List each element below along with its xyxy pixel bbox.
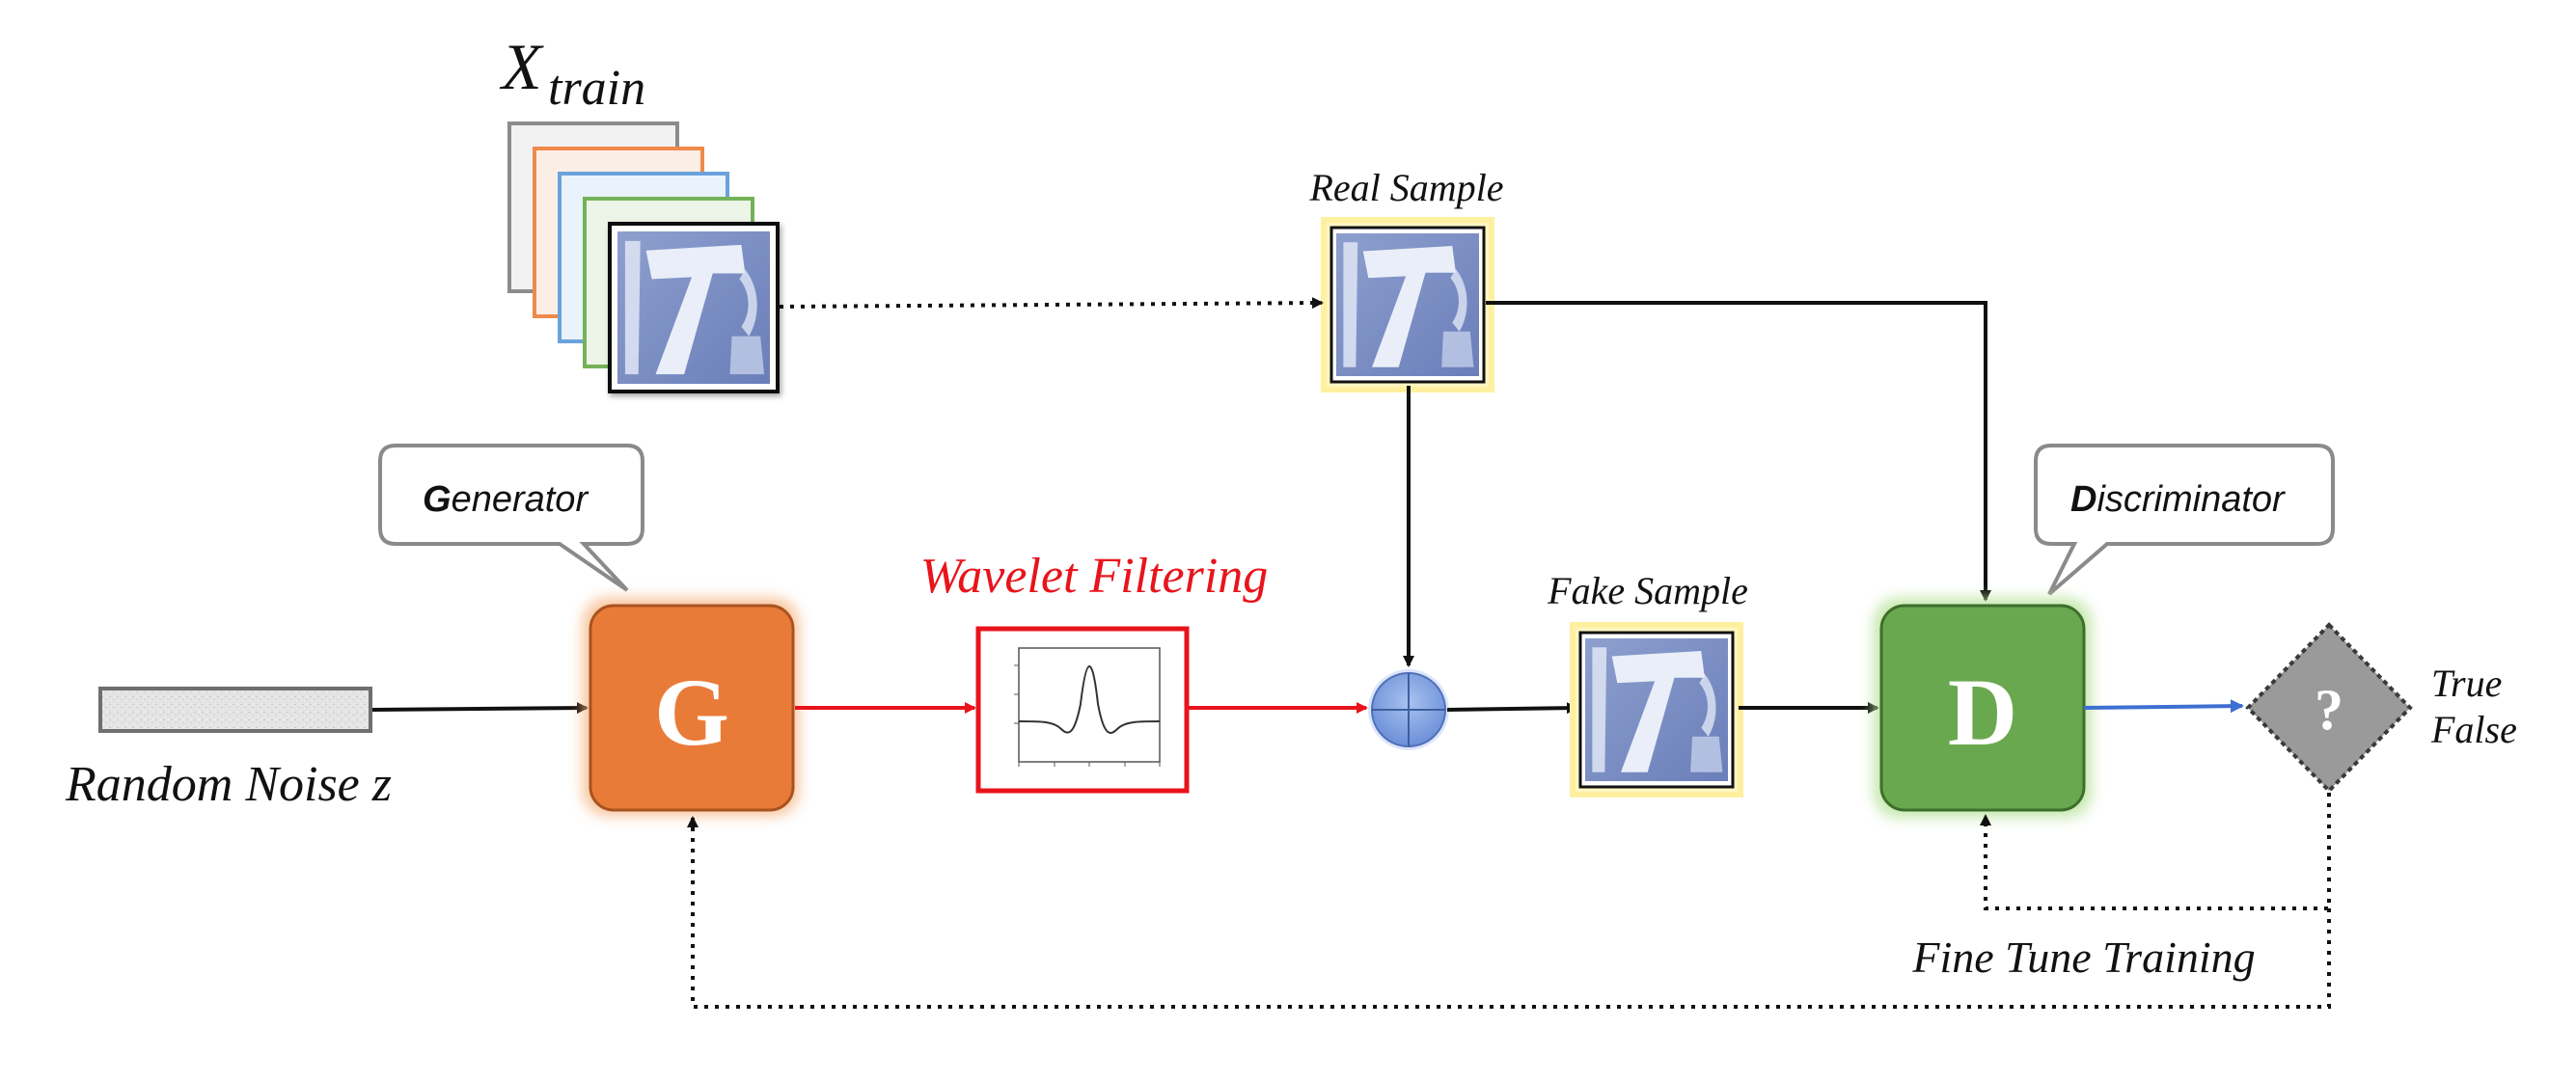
- arrow-dataset-to-real: [779, 297, 1324, 310]
- feedback-label: Fine Tune Training: [1911, 933, 2255, 982]
- filter-label: Wavelet Filtering: [920, 549, 1269, 604]
- real-sample-image: [1336, 233, 1479, 376]
- arrow-feedback-to-generator: [687, 816, 2331, 1009]
- real-sample-label: Real Sample: [1308, 166, 1503, 209]
- circled-plus-icon: [1368, 669, 1449, 750]
- dataset-label-sub: train: [548, 61, 645, 116]
- noise-vector: [98, 687, 372, 733]
- generator-callout-text: Generator: [423, 479, 589, 520]
- decision-true-label: True: [2431, 662, 2502, 705]
- discriminator-block: D: [1874, 598, 2092, 818]
- generator-callout-initial: G: [423, 479, 452, 520]
- generator-callout-bubble: [378, 444, 644, 592]
- noise-label: Random Noise z: [65, 757, 392, 812]
- discriminator-callout: Discriminator: [2034, 444, 2335, 596]
- arrow-discriminator-to-decision: [2083, 699, 2244, 714]
- filter-box: [975, 626, 1190, 794]
- wavelet-plot-icon: [1014, 647, 1161, 767]
- generator-callout: Generator: [378, 444, 644, 592]
- dataset-stack: [507, 122, 780, 393]
- fake-sample-label: Fake Sample: [1547, 569, 1748, 612]
- discriminator-letter: D: [1948, 659, 2017, 766]
- arrow-noise-to-generator: [371, 702, 589, 715]
- wavelet-filter: [975, 626, 1190, 794]
- discriminator-callout-bubble: [2034, 444, 2335, 596]
- dataset-label-main: X: [499, 30, 544, 103]
- generator-block: G: [583, 598, 799, 816]
- decision-diamond: [2245, 622, 2413, 794]
- generator-callout-rest: enerator: [452, 479, 589, 520]
- decision-false-label: False: [2430, 708, 2517, 751]
- fake-sample: [1570, 622, 1743, 798]
- fake-sample-image: [1585, 638, 1728, 781]
- discriminator-callout-rest: iscriminator: [2096, 479, 2286, 520]
- decision-node: ?: [2245, 622, 2413, 794]
- discriminator-callout-text: Discriminator: [2070, 479, 2286, 520]
- decision-symbol: ?: [2315, 678, 2343, 742]
- arrow-real-to-discriminator: [1486, 301, 1991, 602]
- arrow-combine-to-fake: [1446, 702, 1578, 715]
- arrow-feedback-to-discriminator: [1980, 793, 2331, 910]
- discriminator-callout-initial: D: [2070, 479, 2096, 520]
- real-sample: [1321, 217, 1494, 392]
- dataset-digit-image: [617, 231, 770, 384]
- generator-box: [589, 604, 795, 812]
- dataset-label: X train: [499, 30, 645, 116]
- generator-letter: G: [654, 659, 729, 766]
